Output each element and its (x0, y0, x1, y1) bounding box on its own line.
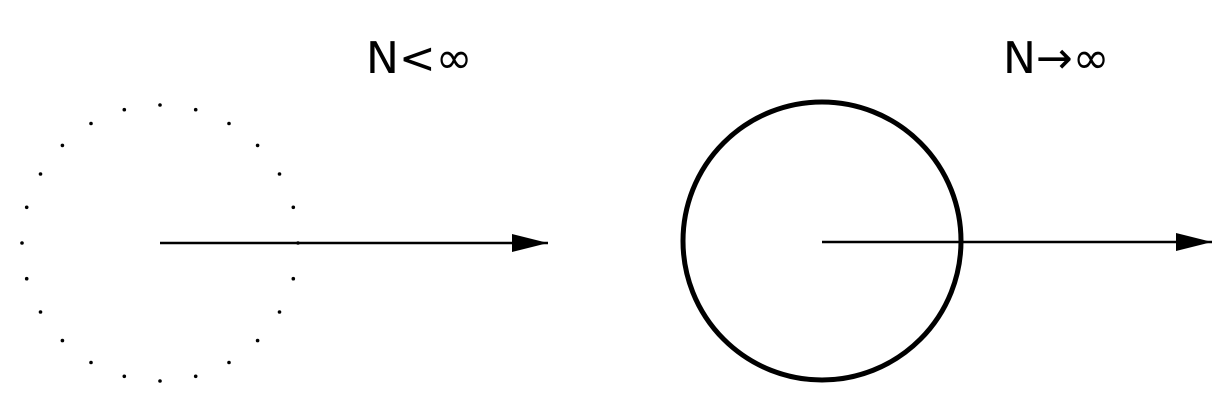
circle-dot (89, 121, 93, 126)
circle-dot (89, 360, 93, 365)
circle-dot (255, 338, 260, 343)
circle-dot (38, 310, 43, 314)
circle-dot (227, 121, 231, 126)
circle-dot (60, 338, 65, 343)
circle-dot (255, 143, 260, 148)
circle-dot (291, 276, 296, 281)
circle-dot (20, 241, 24, 245)
circle-dot (227, 360, 231, 365)
circle-dot (291, 205, 296, 210)
circle-dot (38, 172, 43, 176)
circle-dot (122, 374, 127, 379)
circle-dot (24, 276, 29, 281)
circle-dot (158, 103, 162, 107)
label-finite-n: N<∞ (366, 33, 473, 84)
label-infinite-n: N→∞ (1003, 33, 1110, 84)
circle-dot (158, 379, 162, 383)
circle-dot (193, 374, 198, 379)
circle-dot (122, 107, 127, 112)
circle-dot (193, 107, 198, 112)
circle-dot (277, 310, 282, 314)
circle-dot (60, 143, 65, 148)
circle-dot (277, 172, 282, 176)
circle-dot (24, 205, 29, 210)
